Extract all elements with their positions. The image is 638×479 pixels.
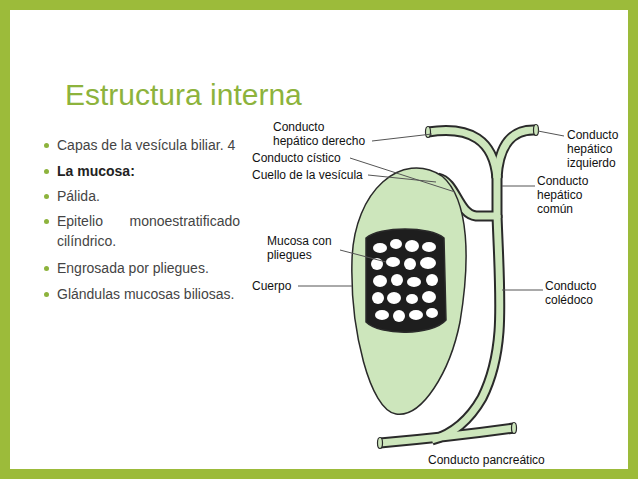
bullet-text: Engrosada por pliegues. — [57, 258, 240, 278]
slide-background — [10, 10, 628, 469]
part-label: Conducto colédoco — [545, 279, 605, 307]
mucosa-folds — [371, 239, 438, 322]
bullet-marker — [44, 169, 49, 174]
part-label: Cuello de la vesícula — [252, 168, 382, 182]
bullet-marker — [44, 266, 49, 271]
bullet-text: Glándulas mucosas biliosas. — [57, 284, 240, 304]
mucosa-window — [366, 229, 446, 332]
part-label: Conducto hepático común — [537, 174, 603, 216]
bullet-text: Epitelio monoestratificado cilíndrico. — [57, 211, 240, 251]
part-label: Conducto cístico — [252, 151, 362, 165]
part-label: Cuerpo — [252, 279, 312, 293]
part-label: Conducto hepático izquierdo — [567, 128, 629, 170]
gallbladder-body — [352, 168, 466, 414]
bullet-marker — [44, 292, 49, 297]
bullet-text: Capas de la vesícula biliar. 4 — [57, 135, 257, 155]
bullet-heading: La mucosa: — [57, 161, 240, 181]
bullet-marker — [44, 194, 49, 199]
part-label: Conducto pancreático — [428, 453, 568, 467]
part-label: Mucosa con pliegues — [267, 234, 339, 262]
bullet-marker — [44, 219, 49, 224]
bullet-marker — [44, 143, 49, 148]
slide-title: Estructura interna — [65, 78, 302, 112]
part-label: Conducto hepático derecho — [273, 120, 368, 148]
bullet-text: Pálida. — [57, 186, 240, 206]
